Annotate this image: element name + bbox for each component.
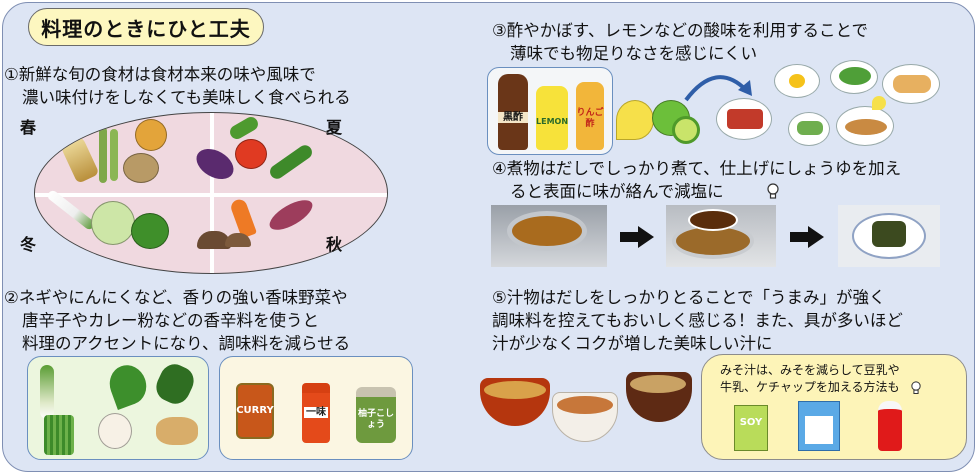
- lightbulb-icon-2: [911, 381, 921, 394]
- s1-line1: ①新鮮な旬の食材は食材本来の味や風味で: [4, 65, 316, 84]
- cucumber-icon: [267, 142, 315, 182]
- page-title: 料理のときにひと工夫: [28, 8, 264, 46]
- lemon-label: LEMON: [536, 117, 569, 126]
- s2-line1: ②ネギやにんにくなど、香りの強い香味野菜や: [4, 288, 348, 307]
- s1-line2: 濃い味付けをしなくても美味しく食べられる: [22, 88, 351, 107]
- s5-line3: 汁が少なくコクが増した美味しい汁に: [492, 334, 773, 353]
- spices-box: CURRY 一味 柚子こしょう: [219, 356, 413, 460]
- s3-line2: 薄味でも物足りなさを感じにくい: [510, 44, 758, 63]
- miso-tip-note: みそ汁は、みそを減らして豆乳や 牛乳、ケチャップを加える方法も SOY: [701, 354, 967, 460]
- yuzu-label: 柚子こしょう: [358, 409, 395, 430]
- s2-line3: 料理のアクセントになり、調味料を減らせる: [22, 334, 351, 353]
- yuzu-kosho-jar: [356, 387, 396, 443]
- s5-line2: 調味料を控えてもおいしく感じる！また、具が多いほど: [492, 311, 903, 330]
- milk-carton: [798, 401, 840, 451]
- ginger-icon: [156, 417, 198, 445]
- bamboo-shoot-icon: [58, 132, 100, 184]
- lemon-icon: [616, 100, 654, 140]
- shiso-leaf-icon: [104, 360, 152, 410]
- lemon-juice-bottle: [536, 86, 568, 150]
- lemon-wedge-icon: [872, 96, 886, 110]
- aromatic-vegetables-box: [27, 356, 209, 460]
- fried-egg-plate: [774, 64, 820, 98]
- gyoza-plate: [882, 64, 940, 104]
- simmering-pot-photo: [491, 205, 607, 267]
- shiitake-icon-2: [225, 233, 251, 247]
- sweet-potato-icon: [265, 194, 317, 236]
- side-dish-plate: [788, 112, 830, 146]
- arrow-right-icon-2: [790, 226, 824, 248]
- vinegar-bottles-box: 黒酢 LEMON りんご酢: [487, 67, 613, 155]
- s3-line1: ③酢やかぼす、レモンなどの酸味を利用することで: [492, 21, 868, 40]
- ichimi-label: 一味: [304, 407, 328, 418]
- vegetable-soup-bowl: [552, 392, 618, 442]
- garlic-icon: [98, 413, 132, 449]
- green-onion-icon: [40, 365, 54, 419]
- shiitake-icon: [197, 231, 231, 249]
- note-line2: 牛乳、ケチャップを加える方法も: [720, 380, 900, 394]
- ketchup-bottle: [878, 401, 902, 451]
- lightbulb-icon: [767, 183, 779, 199]
- broccoli-icon: [131, 213, 169, 249]
- s4-line2: ると表面に味が絡んで減塩に: [510, 182, 724, 201]
- herb-sprig-icon: [151, 359, 199, 409]
- seasonal-food-oval: [34, 112, 388, 274]
- season-label-spring: 春: [20, 118, 37, 137]
- season-label-winter: 冬: [20, 235, 37, 254]
- salad-bowl: [830, 60, 878, 94]
- tomato-icon: [235, 139, 267, 169]
- asparagus-icon: [99, 127, 107, 183]
- cabbage-icon: [91, 201, 135, 245]
- note-line1: みそ汁は、みそを減らして豆乳や: [720, 363, 900, 377]
- bacon-plate: [716, 98, 772, 140]
- season-label-summer: 夏: [326, 118, 343, 137]
- soy-milk-pack: [734, 405, 768, 451]
- green-pepper-icon: [227, 114, 261, 142]
- grilled-fish-plate: [836, 106, 894, 146]
- adding-soy-sauce-photo: [666, 205, 776, 267]
- soy-label: SOY: [739, 417, 763, 428]
- kabosu-slice-icon: [672, 116, 700, 144]
- curry-label: CURRY: [236, 405, 274, 416]
- season-label-autumn: 秋: [326, 235, 343, 254]
- asparagus-stalk: [110, 129, 118, 181]
- kurozu-label: 黒酢: [498, 112, 528, 123]
- arrow-right-icon: [620, 226, 654, 248]
- ringo-label: りんご酢: [576, 108, 604, 129]
- eggplant-icon: [191, 142, 239, 186]
- curry-powder-can: [236, 383, 274, 439]
- apple-vinegar-bottle: [576, 82, 604, 150]
- s5-line1: ⑤汁物はだしをしっかりとることで「うまみ」が強く: [492, 288, 886, 307]
- chive-icon: [44, 415, 74, 455]
- onion-icon: [135, 119, 167, 151]
- curved-arrow-icon: [684, 75, 752, 102]
- potato-icon: [123, 153, 159, 183]
- finished-pumpkin-photo: [838, 205, 940, 267]
- s2-line2: 唐辛子やカレー粉などの香辛料を使うと: [22, 311, 319, 330]
- s4-line1: ④煮物はだしでしっかり煮て、仕上げにしょうゆを加え: [492, 159, 902, 178]
